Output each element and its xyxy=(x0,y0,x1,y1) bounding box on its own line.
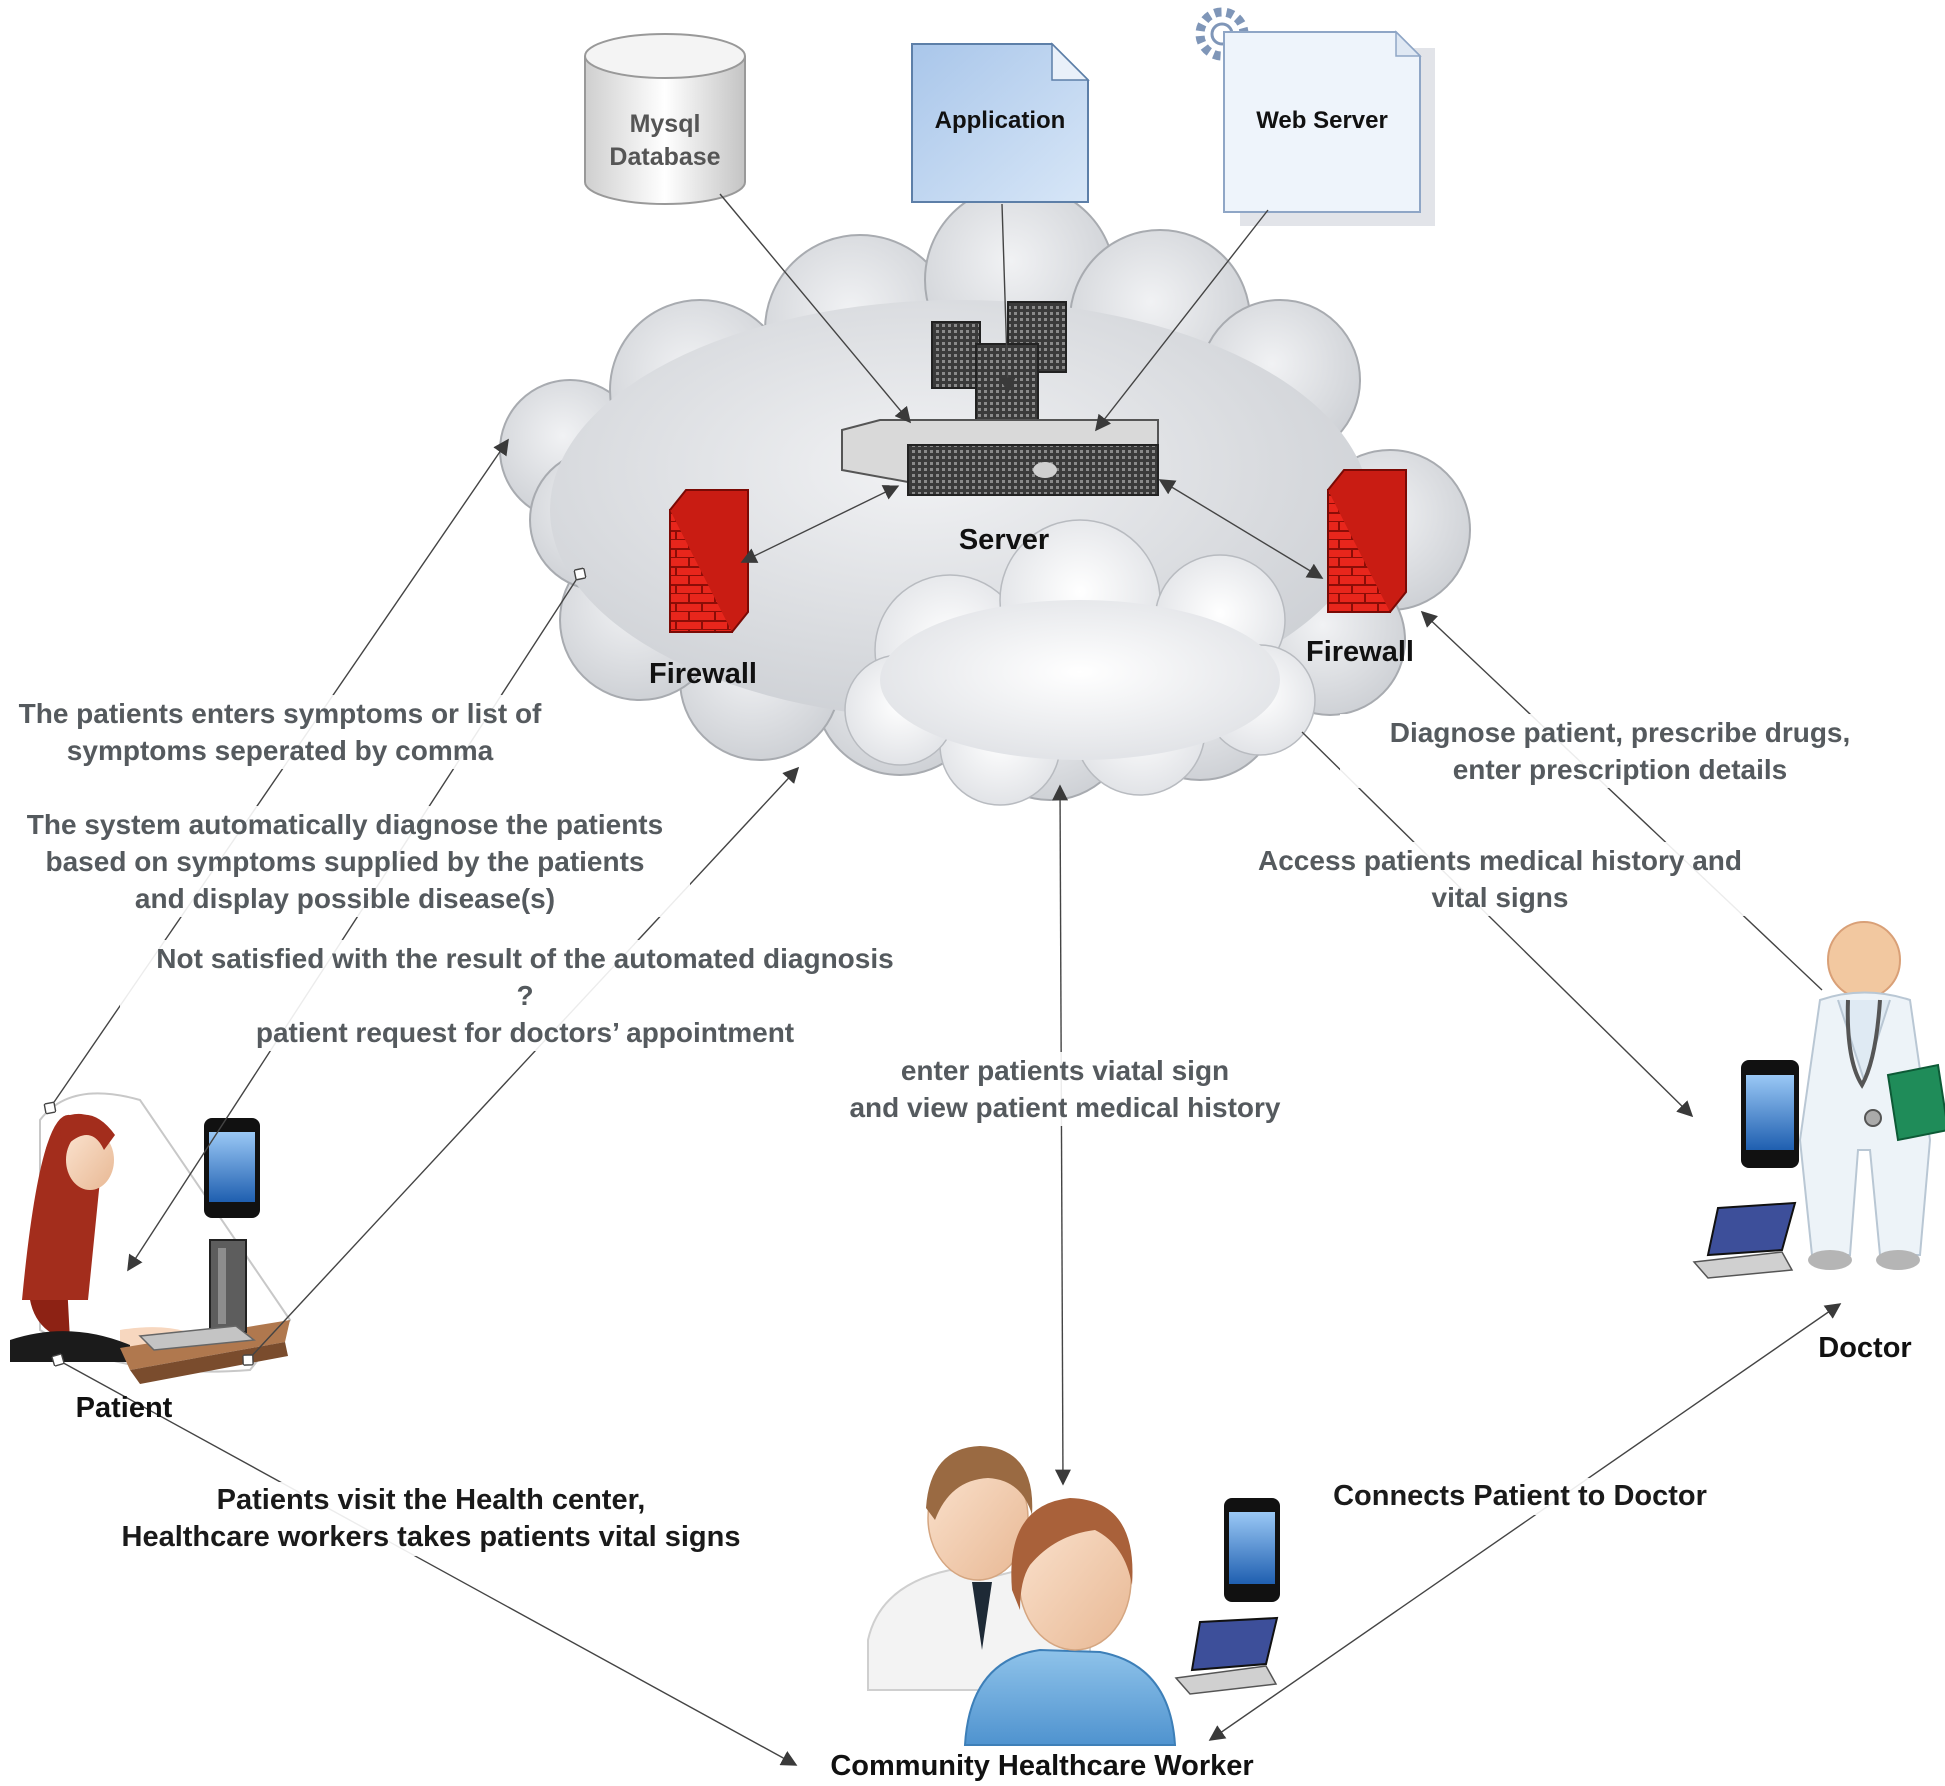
edge-chw-vital-sign xyxy=(1052,784,1071,1486)
edge-label-line: Diagnose patient, prescribe drugs, xyxy=(1340,714,1900,751)
edge-label-line: ? xyxy=(120,977,930,1014)
edge-server-firewall-left xyxy=(740,485,900,563)
edge-system-diagnose xyxy=(128,574,580,1270)
chw-label: Community Healthcare Worker xyxy=(830,1750,1254,1782)
document-icon xyxy=(1223,30,1435,226)
database-label: Mysql Database xyxy=(585,108,745,174)
edge-label-system-diagnose: The system automatically diagnose the pa… xyxy=(0,806,690,917)
edge-label-line: vital signs xyxy=(1220,879,1780,916)
web-server-label: Web Server xyxy=(1256,107,1388,134)
doctor-person-icon xyxy=(1798,921,1945,1270)
laptop-icon xyxy=(1692,1201,1797,1279)
edge-doctor-diagnose xyxy=(1420,610,1823,991)
edge-label-line: enter patients viatal sign xyxy=(800,1052,1330,1089)
firewall-icon xyxy=(669,489,749,633)
edge-label-doctor-access: Access patients medical history and vita… xyxy=(1220,842,1780,916)
edge-label-line: enter prescription details xyxy=(1340,751,1900,788)
edge-label-line: Connects Patient to Doctor xyxy=(1310,1478,1730,1515)
edge-label-line: based on symptoms supplied by the patien… xyxy=(0,843,690,880)
phone-icon xyxy=(204,1118,260,1218)
database-icon xyxy=(584,33,746,205)
firewall-right-label: Firewall xyxy=(1306,636,1414,668)
edge-doctor-access xyxy=(1301,731,1694,1118)
patient-label: Patient xyxy=(75,1392,173,1424)
healthcare-workers-icon xyxy=(867,1446,1177,1746)
edge-not-satisfied xyxy=(248,768,798,1360)
edge-label-line: Not satisfied with the result of the aut… xyxy=(120,940,930,977)
edge-application-server xyxy=(999,203,1016,394)
edge-label-line: Access patients medical history and xyxy=(1220,842,1780,879)
edge-server-firewall-right xyxy=(1158,479,1324,579)
edge-label-line: and display possible disease(s) xyxy=(0,880,690,917)
edge-visit-health-center xyxy=(58,1360,796,1765)
server-label: Server xyxy=(958,524,1050,556)
database-label-line2: Database xyxy=(609,143,721,171)
edge-label-not-satisfied: Not satisfied with the result of the aut… xyxy=(120,940,930,1051)
edge-label-line: The system automatically diagnose the pa… xyxy=(0,806,690,843)
edge-label-line: The patients enters symptoms or list of xyxy=(0,695,560,732)
edge-webserver-server xyxy=(1095,209,1269,432)
firewall-icon xyxy=(1327,469,1407,613)
edge-label-chw-vital-sign: enter patients viatal sign and view pati… xyxy=(800,1052,1330,1126)
document-icon xyxy=(911,42,1090,203)
edge-label-visit-health-center: Patients visit the Health center, Health… xyxy=(96,1482,766,1556)
edge-label-line: patient request for doctors’ appointment xyxy=(120,1014,930,1051)
edge-label-line: and view patient medical history xyxy=(800,1089,1330,1126)
edge-label-line: Healthcare workers takes patients vital … xyxy=(96,1519,766,1556)
firewall-left-label: Firewall xyxy=(649,658,757,690)
server-icon xyxy=(841,301,1159,496)
edge-label-patient-enters-symptoms: The patients enters symptoms or list of … xyxy=(0,695,560,769)
edge-label-doctor-diagnose: Diagnose patient, prescribe drugs, enter… xyxy=(1340,714,1900,788)
edge-connects-patient-doctor xyxy=(1208,1303,1842,1741)
phone-icon xyxy=(1741,1060,1799,1168)
database-label-line1: Mysql xyxy=(629,110,701,138)
edge-database-server xyxy=(719,193,912,424)
phone-icon xyxy=(1224,1498,1280,1602)
edge-label-line: Patients visit the Health center, xyxy=(96,1482,766,1519)
edge-label-connects: Connects Patient to Doctor xyxy=(1310,1478,1730,1515)
laptop-icon xyxy=(1174,1616,1279,1695)
doctor-label: Doctor xyxy=(1818,1332,1912,1364)
edge-label-line: symptoms seperated by comma xyxy=(0,732,560,769)
application-label: Application xyxy=(934,107,1066,134)
